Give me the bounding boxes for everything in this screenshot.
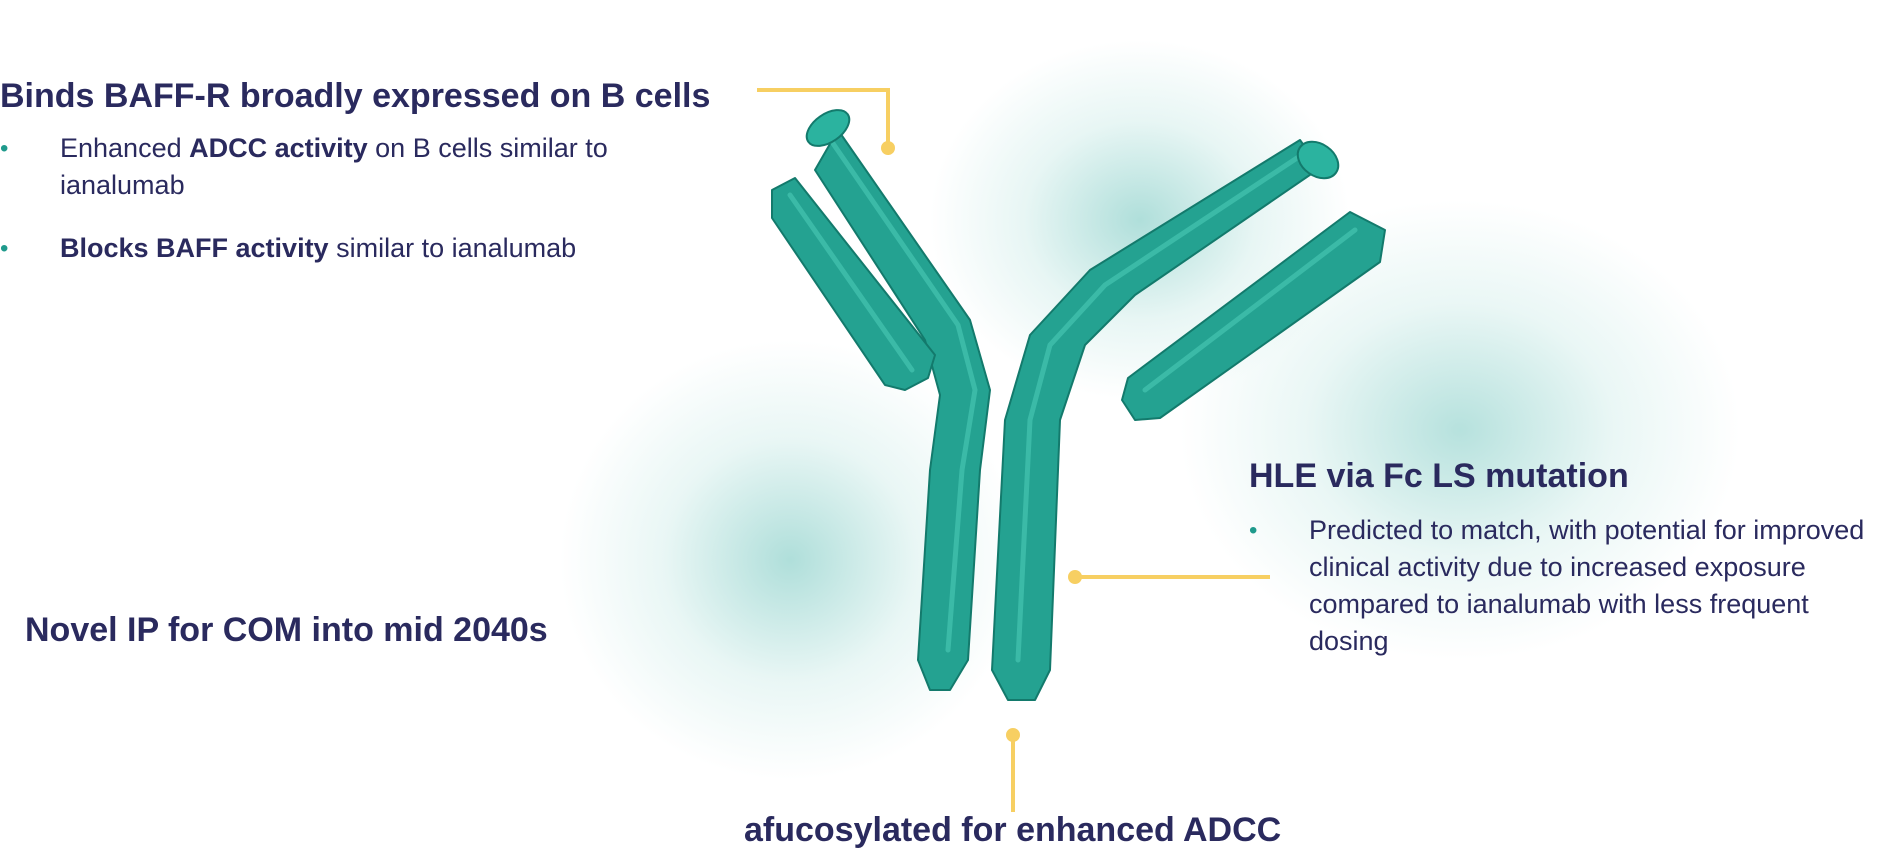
heading-afucosylated: afucosylated for enhanced ADCC [744,811,1282,849]
antibody-cap [805,109,851,147]
bullet-text-post: on B cells similar to ianalumab [60,133,608,200]
connector-dot-top [881,141,895,155]
connector-dot-right [1068,570,1082,584]
bullet-dot-icon: • [0,135,9,162]
bullet-dot-icon: • [0,235,9,262]
bullet-text-bold: ADCC activity [189,133,368,163]
heading-binds-baff-r: Binds BAFF-R broadly expressed on B cell… [0,77,711,115]
connector-dot-bottom [1006,728,1020,742]
bullet-dot-icon: • [1249,517,1258,544]
bullet-item: • Blocks BAFF activity similar to ianalu… [0,230,700,267]
bullet-text-bold: Blocks BAFF activity [60,233,329,263]
bullet-list-right: • Predicted to match, with potential for… [1249,512,1879,686]
antibody-cap [1296,140,1340,180]
connector-line-top [757,88,890,148]
antibody-light-chain-right [1121,211,1386,421]
antibody-light-chain-right-highlight [1142,227,1358,393]
heading-novel-ip: Novel IP for COM into mid 2040s [25,611,548,649]
antibody-heavy-chain-left-highlight [829,139,978,653]
antibody-light-chain-left-highlight [787,192,915,373]
antibody-heavy-chain-left [814,129,991,691]
heading-hle-fc-ls: HLE via Fc LS mutation [1249,457,1629,495]
bullet-text-pre: Enhanced [60,133,190,163]
bullet-item: • Predicted to match, with potential for… [1249,512,1879,660]
bullet-item: • Enhanced ADCC activity on B cells simi… [0,130,700,204]
bullet-text-post: similar to ianalumab [328,233,577,263]
antibody-heavy-chain-right-highlight [1015,153,1303,663]
bullet-list-top-left: • Enhanced ADCC activity on B cells simi… [0,130,700,293]
bullet-text: Predicted to match, with potential for i… [1309,515,1865,656]
